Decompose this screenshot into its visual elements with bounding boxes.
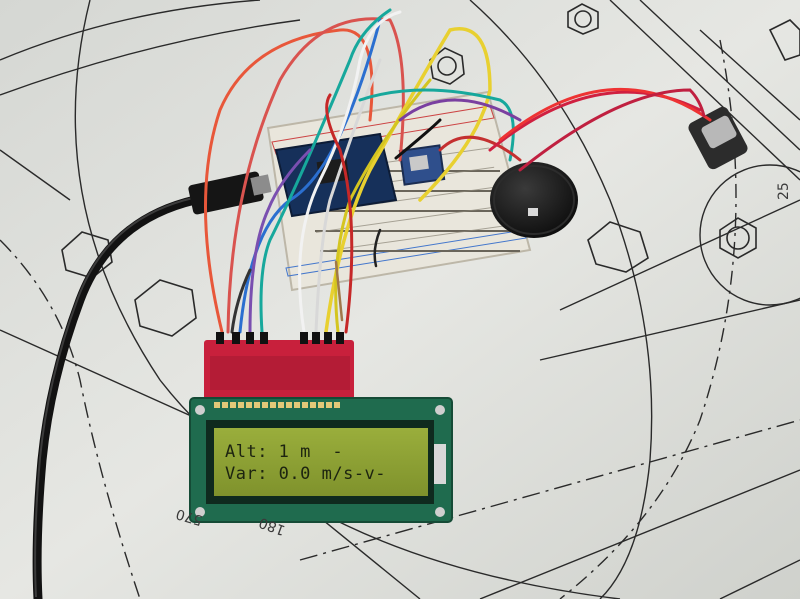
lcd-line-2: Var: 0.0 m/s-v- xyxy=(225,464,387,484)
lcd-module xyxy=(189,397,453,523)
sensor-connector xyxy=(688,106,748,170)
lcd-line-1: Alt: 1 m - xyxy=(225,442,344,462)
drawing-label-25: 25 xyxy=(776,182,792,200)
lcd-header-connector xyxy=(204,332,354,400)
jumper-wires xyxy=(204,8,712,334)
piezo-buzzer xyxy=(490,162,578,238)
drawing-nuts xyxy=(61,3,800,337)
